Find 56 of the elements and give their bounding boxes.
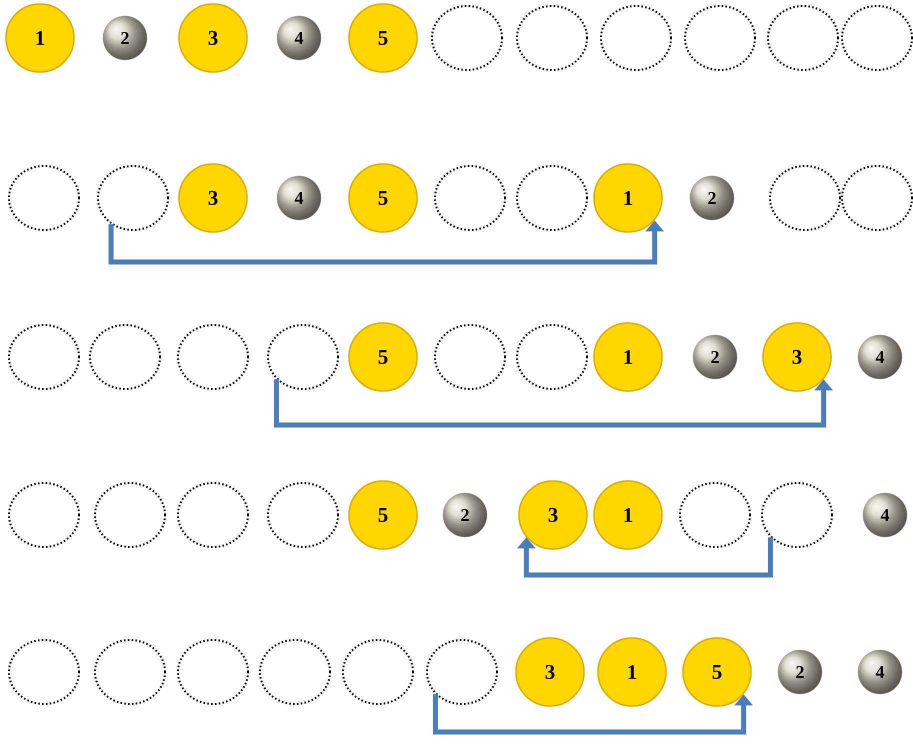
- empty-slot: [767, 5, 839, 71]
- empty-slot: [8, 165, 80, 231]
- empty-slot: [267, 324, 339, 390]
- empty-slot: [600, 5, 672, 71]
- empty-slot: [769, 165, 841, 231]
- large-ball: 1: [5, 3, 75, 73]
- empty-slot: [426, 639, 498, 705]
- empty-slot: [434, 165, 506, 231]
- empty-slot: [679, 482, 751, 548]
- small-ball: 4: [276, 16, 322, 60]
- empty-slot: [89, 324, 161, 390]
- large-ball: 5: [682, 637, 752, 707]
- empty-slot: [761, 482, 833, 548]
- empty-slot: [8, 482, 80, 548]
- large-ball: 3: [178, 163, 248, 233]
- empty-slot: [431, 5, 503, 71]
- empty-slot: [259, 639, 331, 705]
- empty-slot: [177, 324, 249, 390]
- empty-slot: [516, 165, 588, 231]
- large-ball: 1: [593, 322, 663, 392]
- empty-slot: [841, 5, 913, 71]
- large-ball: 5: [348, 3, 418, 73]
- large-ball: 5: [348, 480, 418, 550]
- empty-slot: [684, 5, 756, 71]
- large-ball: 1: [593, 163, 663, 233]
- empty-slot: [94, 482, 166, 548]
- empty-slot: [8, 639, 80, 705]
- large-ball: 3: [178, 3, 248, 73]
- empty-slot: [516, 324, 588, 390]
- small-ball: 2: [102, 16, 148, 60]
- large-ball: 1: [597, 637, 667, 707]
- empty-slot: [97, 165, 169, 231]
- small-ball: 4: [858, 650, 902, 694]
- empty-slot: [94, 639, 166, 705]
- large-ball: 3: [515, 637, 585, 707]
- empty-slot: [8, 324, 80, 390]
- large-ball: 5: [348, 163, 418, 233]
- small-ball: 2: [778, 650, 822, 694]
- small-ball: 4: [862, 492, 908, 538]
- large-ball: 1: [593, 480, 663, 550]
- large-ball: 3: [762, 322, 832, 392]
- empty-slot: [516, 5, 588, 71]
- small-ball: 2: [442, 492, 488, 538]
- empty-slot: [342, 639, 414, 705]
- empty-slot: [267, 482, 339, 548]
- empty-slot: [177, 639, 249, 705]
- small-ball: 4: [858, 334, 902, 380]
- small-ball: 2: [690, 176, 734, 220]
- move-arrow: [517, 537, 773, 578]
- small-ball: 2: [692, 334, 738, 380]
- large-ball: 5: [348, 322, 418, 392]
- large-ball: 3: [518, 480, 588, 550]
- empty-slot: [177, 482, 249, 548]
- empty-slot: [841, 165, 913, 231]
- empty-slot: [434, 324, 506, 390]
- small-ball: 4: [276, 176, 322, 220]
